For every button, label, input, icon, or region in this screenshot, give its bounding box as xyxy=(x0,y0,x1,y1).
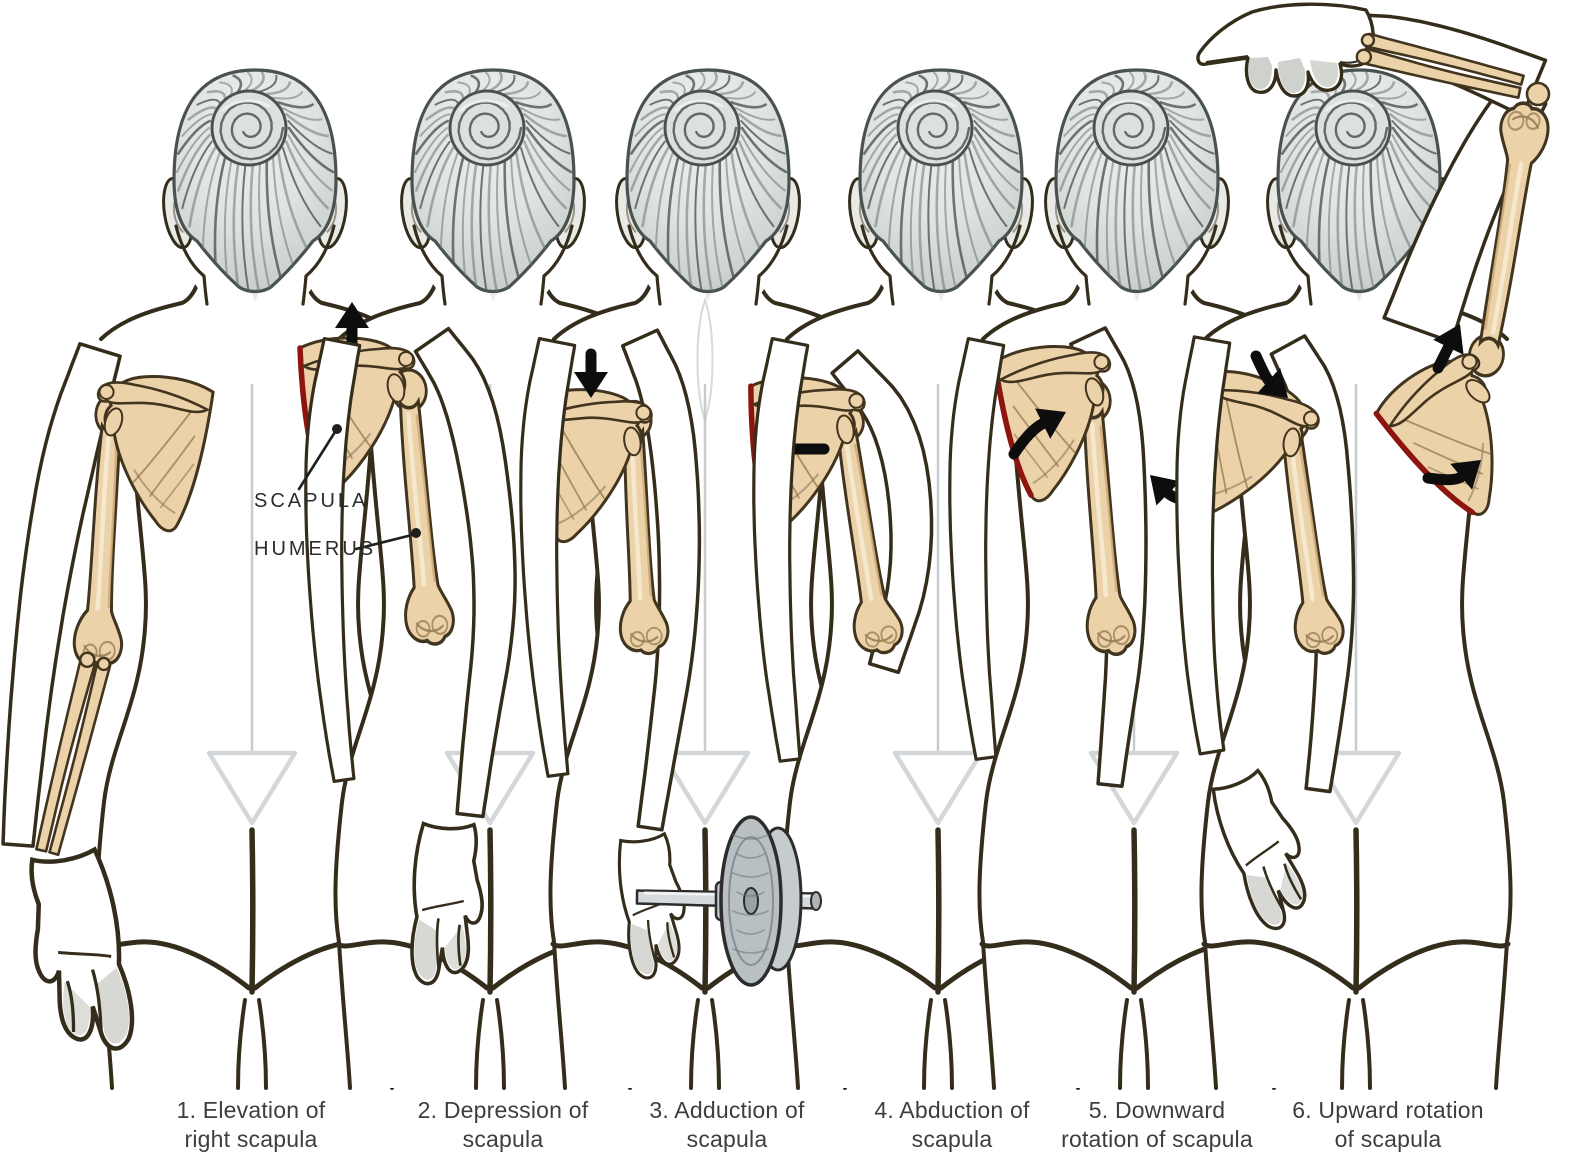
panel-caption-4: 4. Abduction of scapula xyxy=(812,1096,1092,1154)
caption-line: 1. Elevation of xyxy=(176,1097,326,1123)
panel-caption-5: 5. Downward rotation of scapula xyxy=(1017,1096,1297,1154)
caption-line: 3. Adduction of xyxy=(649,1097,805,1123)
panel-caption-1: 1. Elevation of right scapula xyxy=(111,1096,391,1154)
sacral-triangle xyxy=(206,750,298,826)
bun-spiral xyxy=(1101,101,1167,161)
panel-anatomy-6-upward-rotation xyxy=(1175,2,1551,931)
caption-line: right scapula xyxy=(184,1126,318,1152)
panel-anatomy-3-adduction xyxy=(519,337,934,778)
head xyxy=(162,68,348,320)
caption-line: scapula xyxy=(462,1126,544,1152)
depression-arrow-down xyxy=(574,348,608,398)
scapula-leader-line xyxy=(297,424,342,491)
head xyxy=(1044,68,1230,320)
caption-line: rotation of scapula xyxy=(1061,1126,1253,1152)
gluteal-cleft xyxy=(1131,827,1138,995)
hand xyxy=(1211,768,1307,931)
forearm-bones xyxy=(1355,32,1525,99)
sacral-triangle xyxy=(659,750,751,826)
gluteal-cleft xyxy=(935,827,942,995)
humerus-label: HUMERUS xyxy=(254,538,377,560)
scapula-medial-border-highlight xyxy=(1373,410,1476,516)
bun-spiral xyxy=(905,101,971,161)
gluteal-cleft xyxy=(249,827,256,995)
hair-strands xyxy=(1058,71,1217,292)
upward-rotation-arrow-inferior-angle xyxy=(1422,460,1481,490)
scapula-label: SCAPULA xyxy=(254,490,369,512)
bun-spiral xyxy=(457,101,523,161)
caption-line: 6. Upward rotation xyxy=(1292,1097,1484,1123)
left-arm xyxy=(519,337,577,778)
abduction-arrow-away-from-spine xyxy=(1008,408,1066,460)
hair-strands xyxy=(629,71,788,292)
panel-caption-3: 3. Adduction of scapula xyxy=(587,1096,867,1154)
caption-line: 4. Abduction of xyxy=(874,1097,1030,1123)
caption-line: 5. Downward xyxy=(1088,1097,1226,1123)
head xyxy=(1266,68,1452,320)
gluteal-cleft xyxy=(702,827,709,995)
forearm-bones xyxy=(35,651,112,856)
head xyxy=(848,68,1034,320)
hair-strands xyxy=(1280,71,1439,292)
dumbbell xyxy=(635,815,822,987)
caption-line: scapula xyxy=(686,1126,768,1152)
humerus-bone xyxy=(1467,101,1550,378)
right-arm xyxy=(620,328,702,832)
downward-rotation-arrow-glenoid xyxy=(1250,350,1288,398)
right-arm xyxy=(413,326,517,819)
panel-caption-2: 2. Depression of scapula xyxy=(363,1096,643,1154)
bun-spiral xyxy=(1323,101,1389,161)
caption-line: scapula xyxy=(911,1126,993,1152)
hand xyxy=(29,846,135,1051)
panel-anatomy-4-abduction xyxy=(752,326,1148,789)
upward-rotation-arrow-glenoid xyxy=(1432,324,1464,374)
right-arm-bent xyxy=(830,349,934,675)
olecranon xyxy=(1525,81,1551,107)
left-arm xyxy=(1,342,122,848)
scapula-bone xyxy=(96,375,215,533)
gluteal-cleft xyxy=(487,827,494,995)
bun-spiral xyxy=(672,101,738,161)
humerus-leader-line xyxy=(354,528,421,551)
caption-line: 2. Depression of xyxy=(417,1097,589,1123)
caption-line: of scapula xyxy=(1334,1126,1442,1152)
panel-anatomy-1-elevation xyxy=(1,302,517,1051)
hand-draped-over-head xyxy=(1196,2,1376,98)
left-arm xyxy=(1175,335,1232,756)
panel-caption-6: 6. Upward rotation of scapula xyxy=(1248,1096,1528,1154)
head xyxy=(615,68,801,320)
hair-strands xyxy=(862,71,1021,292)
bun-spiral xyxy=(219,101,285,161)
left-arm xyxy=(948,337,1006,761)
hair-strands xyxy=(176,71,335,292)
hair-strands xyxy=(414,71,573,292)
hand xyxy=(410,821,484,986)
hand xyxy=(617,831,686,980)
head xyxy=(400,68,586,320)
left-arm xyxy=(752,337,810,763)
left-arm xyxy=(304,337,362,783)
gluteal-cleft xyxy=(1353,827,1360,995)
sacral-triangle xyxy=(892,750,984,826)
